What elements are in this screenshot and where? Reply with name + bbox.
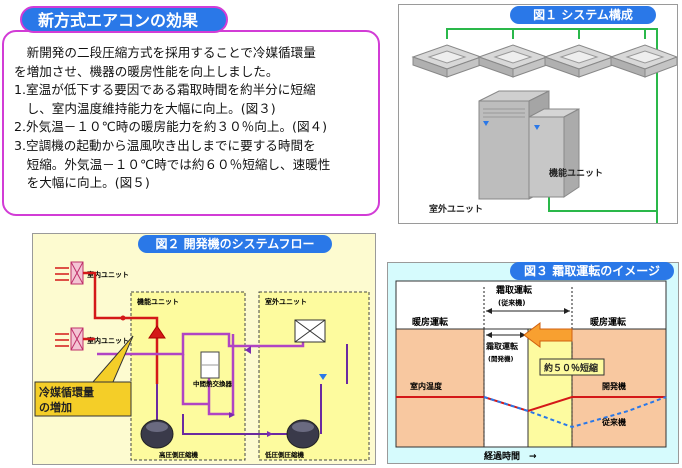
defrost-sub-label: (従来機) <box>498 298 525 307</box>
dev-heating-block <box>527 328 573 448</box>
intercooler-label: 中間熱交換器 <box>193 379 233 388</box>
indoor-heat-exchanger <box>70 327 84 351</box>
indoor-unit-label: 室内ユニット <box>87 270 129 279</box>
indoor-cassette-unit <box>609 44 679 78</box>
description-line: し、室内温度維持能力を大幅に向上。(図３) <box>14 100 276 116</box>
room-temp-label: 室内温度 <box>410 381 443 391</box>
figure-system-configuration: 機能ユニット 室外ユニット <box>398 4 679 241</box>
outdoor-unit-label: 室外ユニット <box>265 297 307 306</box>
conv-label: 従来機 <box>601 417 626 427</box>
warm-air-arrows <box>55 267 69 347</box>
system-flow-diagram: 室内ユニット 室内ユニット 機能ユニット 室外ユニット <box>34 261 370 461</box>
figure3-title: 図３ 霜取運転のイメージ <box>510 262 674 280</box>
low-pressure-compressor-label: 低圧側圧縮機 <box>264 450 305 459</box>
reduction-arrow <box>523 322 573 348</box>
description-title: 新方式エアコンの効果 <box>20 6 228 33</box>
temp-line-conv <box>483 396 667 429</box>
indoor-heat-exchanger <box>70 261 84 285</box>
description-line: を増加させ、機器の暖房性能を向上しました。 <box>14 63 279 79</box>
callout-box <box>34 381 132 417</box>
figure-defrost-operation: 約５０％短縮 霜取運転 (従来機) 暖房運転 暖房運転 霜取運転 (開発機) 室… <box>387 262 679 464</box>
function-unit-label: 機能ユニット <box>137 297 179 306</box>
callout-text: 冷媒循環量 <box>39 385 94 399</box>
description-line: 3.空調機の起動から温風吹き出しまでに要する時間を <box>14 137 316 153</box>
description-line: を大幅に向上。(図５) <box>14 175 150 191</box>
description-panel <box>2 30 380 216</box>
defrost-block <box>483 328 529 448</box>
figure1-title: 図１ システム構成 <box>510 6 656 24</box>
heating-label: 暖房運転 <box>590 316 626 328</box>
defrost-dev-sub-label: (開発機) <box>488 354 513 363</box>
hot-gas-pipe <box>83 271 159 384</box>
defrost-dev-label: 霜取運転 <box>485 341 518 351</box>
function-unit-label: 機能ユニット <box>549 167 603 179</box>
defrost-label: 霜取運転 <box>495 284 532 296</box>
temp-line-dev <box>396 396 666 413</box>
figure2-title: 図２ 開発機のシステムフロー <box>138 235 332 253</box>
system-configuration-diagram: 機能ユニット 室外ユニット <box>411 28 679 241</box>
flow-arrow <box>148 325 166 339</box>
defrost-operation-chart: 約５０％短縮 霜取運転 (従来機) 暖房運転 暖房運転 霜取運転 (開発機) 室… <box>395 280 667 462</box>
high-pressure-compressor-label: 高圧側圧縮機 <box>159 450 199 459</box>
refrigerant-piping <box>446 28 658 241</box>
reduction-label-box <box>539 358 605 376</box>
description-line: 1.室温が低下する要因である霜取時間を約半分に短縮 <box>14 82 316 98</box>
junction-dot <box>120 315 126 321</box>
indoor-cassette-unit <box>411 44 483 78</box>
figure-system-flow: 室内ユニット 室内ユニット 機能ユニット 室外ユニット <box>32 233 376 465</box>
callout-text: の増加 <box>39 400 72 414</box>
function-unit <box>528 108 580 198</box>
heating-label: 暖房運転 <box>412 316 448 328</box>
time-axis-label: 経過時間 → <box>484 450 537 462</box>
span-arrow <box>486 310 570 336</box>
description-line: 2.外気温－１０℃時の暖房能力を約３０％向上。(図４) <box>14 119 328 135</box>
heating-block <box>395 328 485 448</box>
dev-label: 開発機 <box>602 381 626 391</box>
indoor-cassette-unit <box>477 44 549 78</box>
description-text: 新開発の二段圧縮方式を採用することで冷媒循環量 を増加させ、機器の暖房性能を向上… <box>14 44 376 193</box>
flow-arrow <box>319 374 327 380</box>
description-line: 新開発の二段圧縮方式を採用することで冷媒循環量 <box>14 45 316 60</box>
reduction-label: 約５０％短縮 <box>544 362 598 374</box>
indoor-unit-label: 室内ユニット <box>87 336 129 345</box>
description-line: 短縮。外気温－１０℃時では約６０％短縮し、速暖性 <box>14 156 331 172</box>
outdoor-unit-label: 室外ユニット <box>429 203 483 215</box>
indoor-cassette-unit <box>543 44 615 78</box>
